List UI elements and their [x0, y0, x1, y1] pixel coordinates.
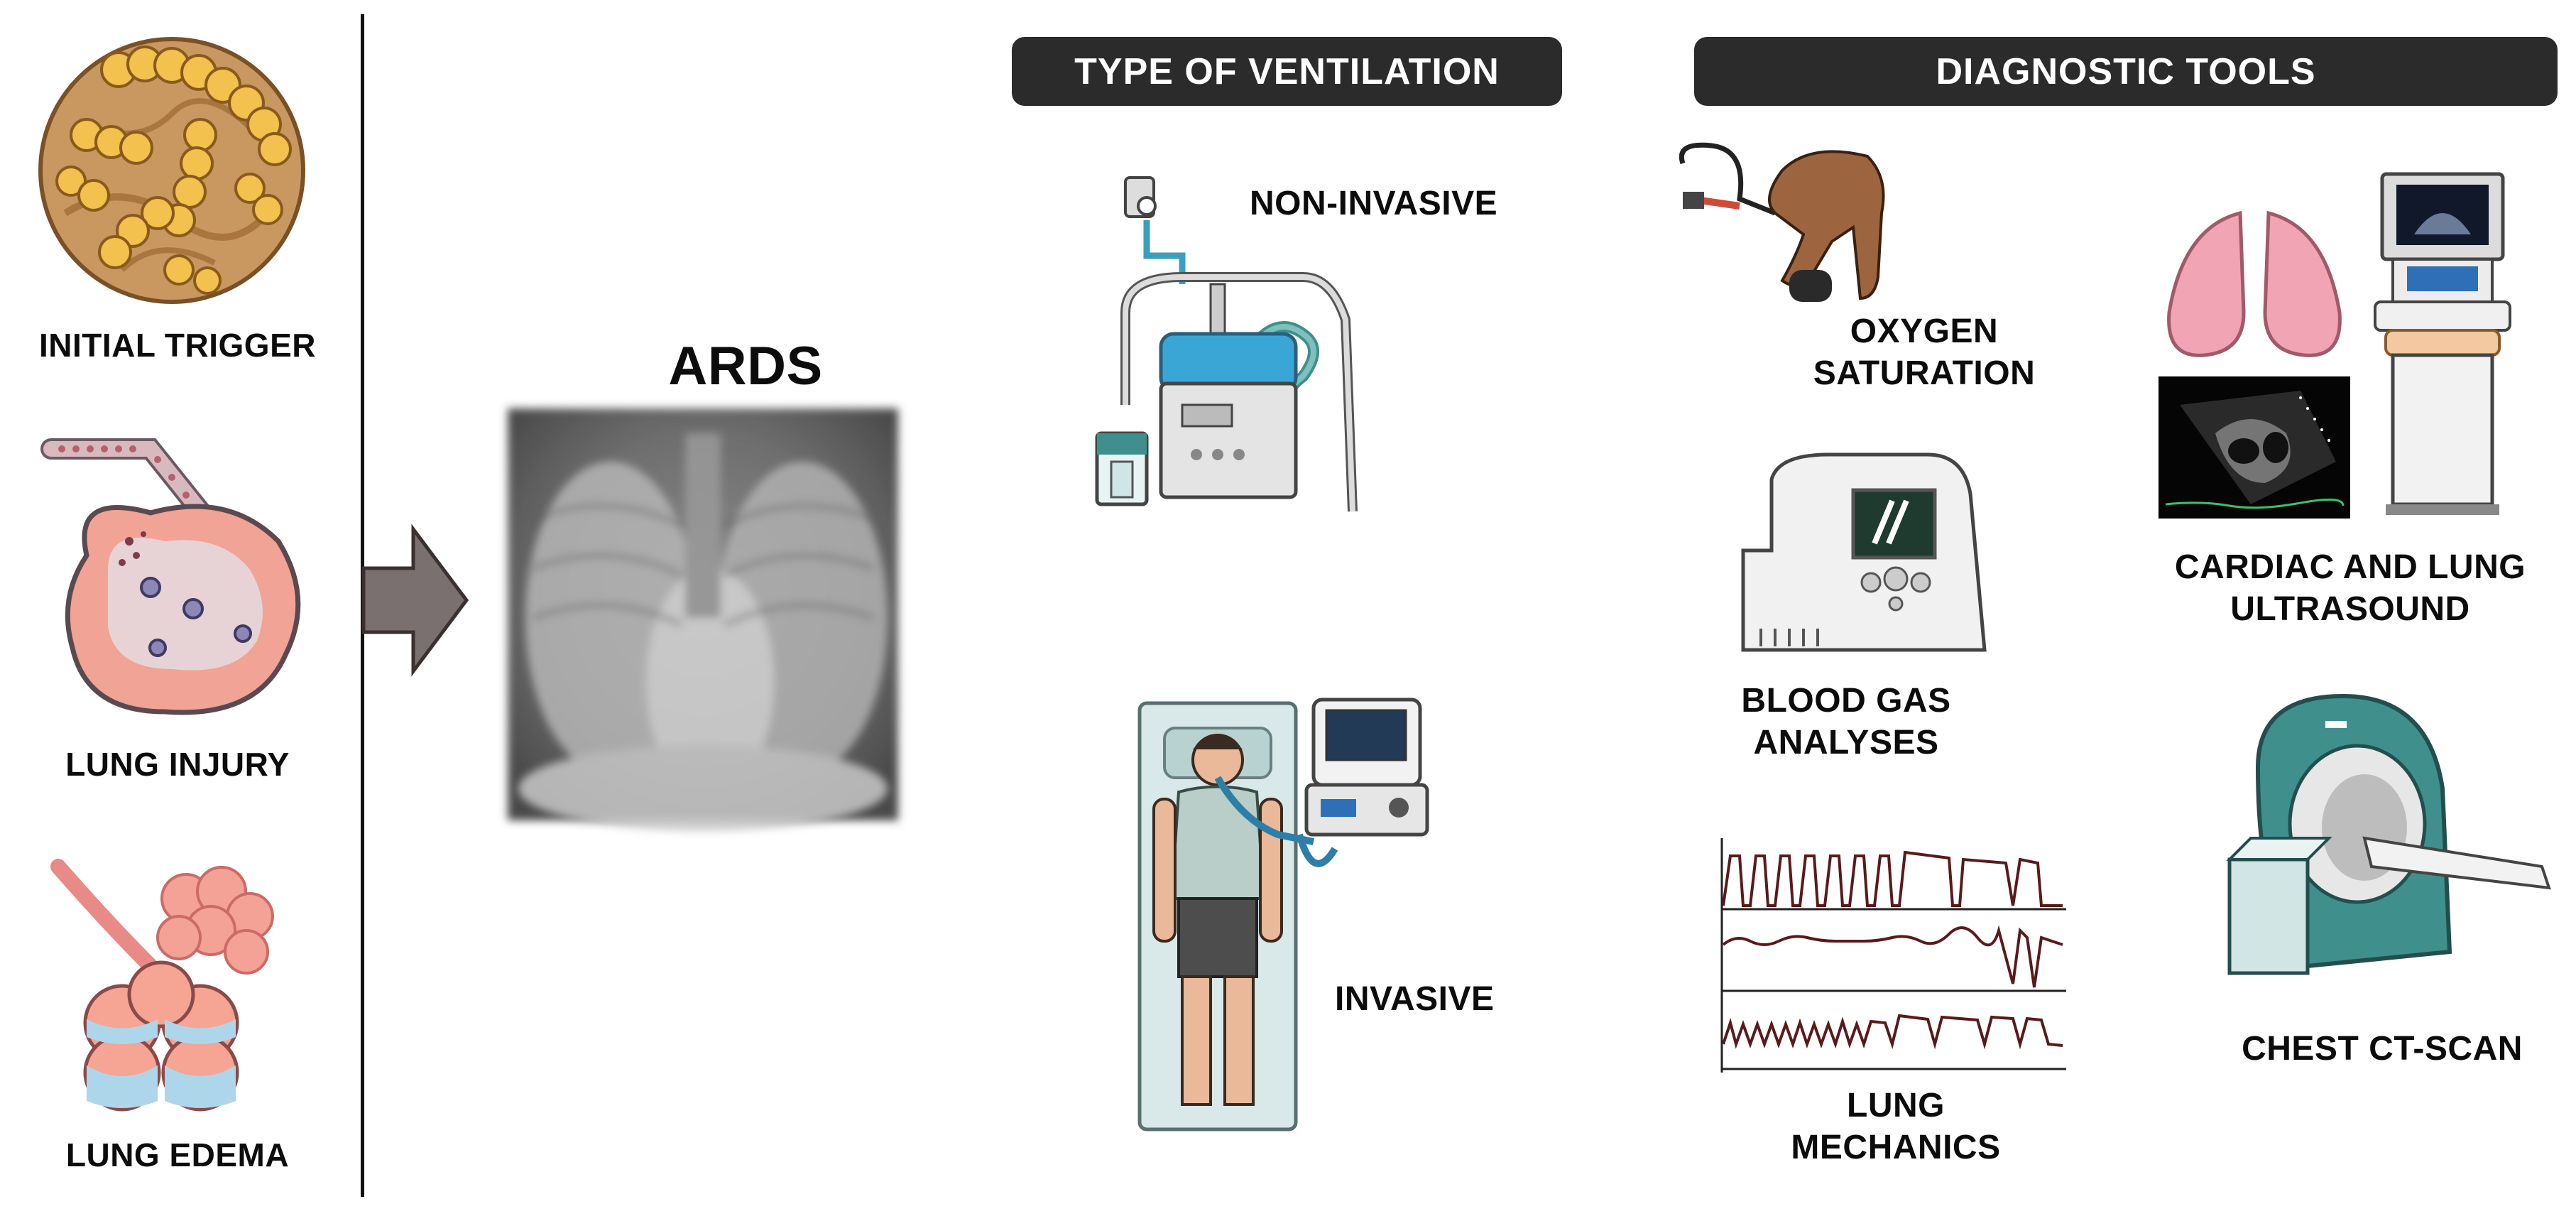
ventilation-header: TYPE OF VENTILATION: [1012, 37, 1562, 106]
lungs-icon: [2167, 210, 2342, 357]
ultrasound-machine-icon: [2374, 172, 2511, 515]
lung-mechanics-waveform-icon: [1720, 838, 2066, 1073]
oxygen-line1: OXYGEN: [1850, 313, 1999, 350]
non-invasive-ventilator-icon: [1095, 176, 1358, 512]
ultrasound-label: CARDIAC AND LUNG ULTRASOUND: [2151, 547, 2549, 630]
oxygen-line2: SATURATION: [1813, 354, 2036, 392]
arrow-right-icon: [361, 523, 469, 677]
lung-edema-label: LUNG EDEMA: [65, 1136, 290, 1173]
diagnostics-header: DIAGNOSTIC TOOLS: [1694, 37, 2558, 106]
lung-injury-label: LUNG INJURY: [65, 746, 290, 783]
alveolus-injury-icon: [40, 438, 301, 715]
blood-gas-line2: ANALYSES: [1753, 723, 1939, 761]
blood-gas-label: BLOOD GAS ANALYSES: [1690, 680, 2002, 764]
chest-xray-image: [508, 408, 898, 831]
bacteria-icon: [38, 37, 305, 304]
invasive-ventilation-icon: [1137, 698, 1429, 1132]
ultrasound-line1: CARDIAC AND LUNG: [2174, 548, 2526, 586]
alveoli-edema-icon: [50, 859, 274, 1112]
invasive-label: INVASIVE: [1335, 980, 1495, 1018]
echocardiogram-image: [2159, 376, 2350, 519]
lung-mechanics-label: LUNG MECHANICS: [1740, 1085, 2052, 1168]
oxygen-saturation-label: OXYGEN SATURATION: [1768, 311, 2080, 394]
blood-gas-line1: BLOOD GAS: [1741, 682, 1951, 720]
ultrasound-line2: ULTRASOUND: [2230, 590, 2470, 628]
mechanics-line1: LUNG: [1847, 1087, 1945, 1124]
mechanics-line2: MECHANICS: [1791, 1128, 2001, 1166]
initial-trigger-label: INITIAL TRIGGER: [39, 327, 316, 364]
ards-title: ARDS: [668, 336, 823, 396]
non-invasive-label: NON-INVASIVE: [1250, 185, 1498, 222]
ct-scanner-icon: [2226, 693, 2551, 975]
blood-gas-analyzer-icon: [1741, 452, 1987, 652]
pulse-oximeter-icon: [1679, 142, 1885, 302]
chest-ct-label: CHEST CT-SCAN: [2242, 1030, 2523, 1068]
